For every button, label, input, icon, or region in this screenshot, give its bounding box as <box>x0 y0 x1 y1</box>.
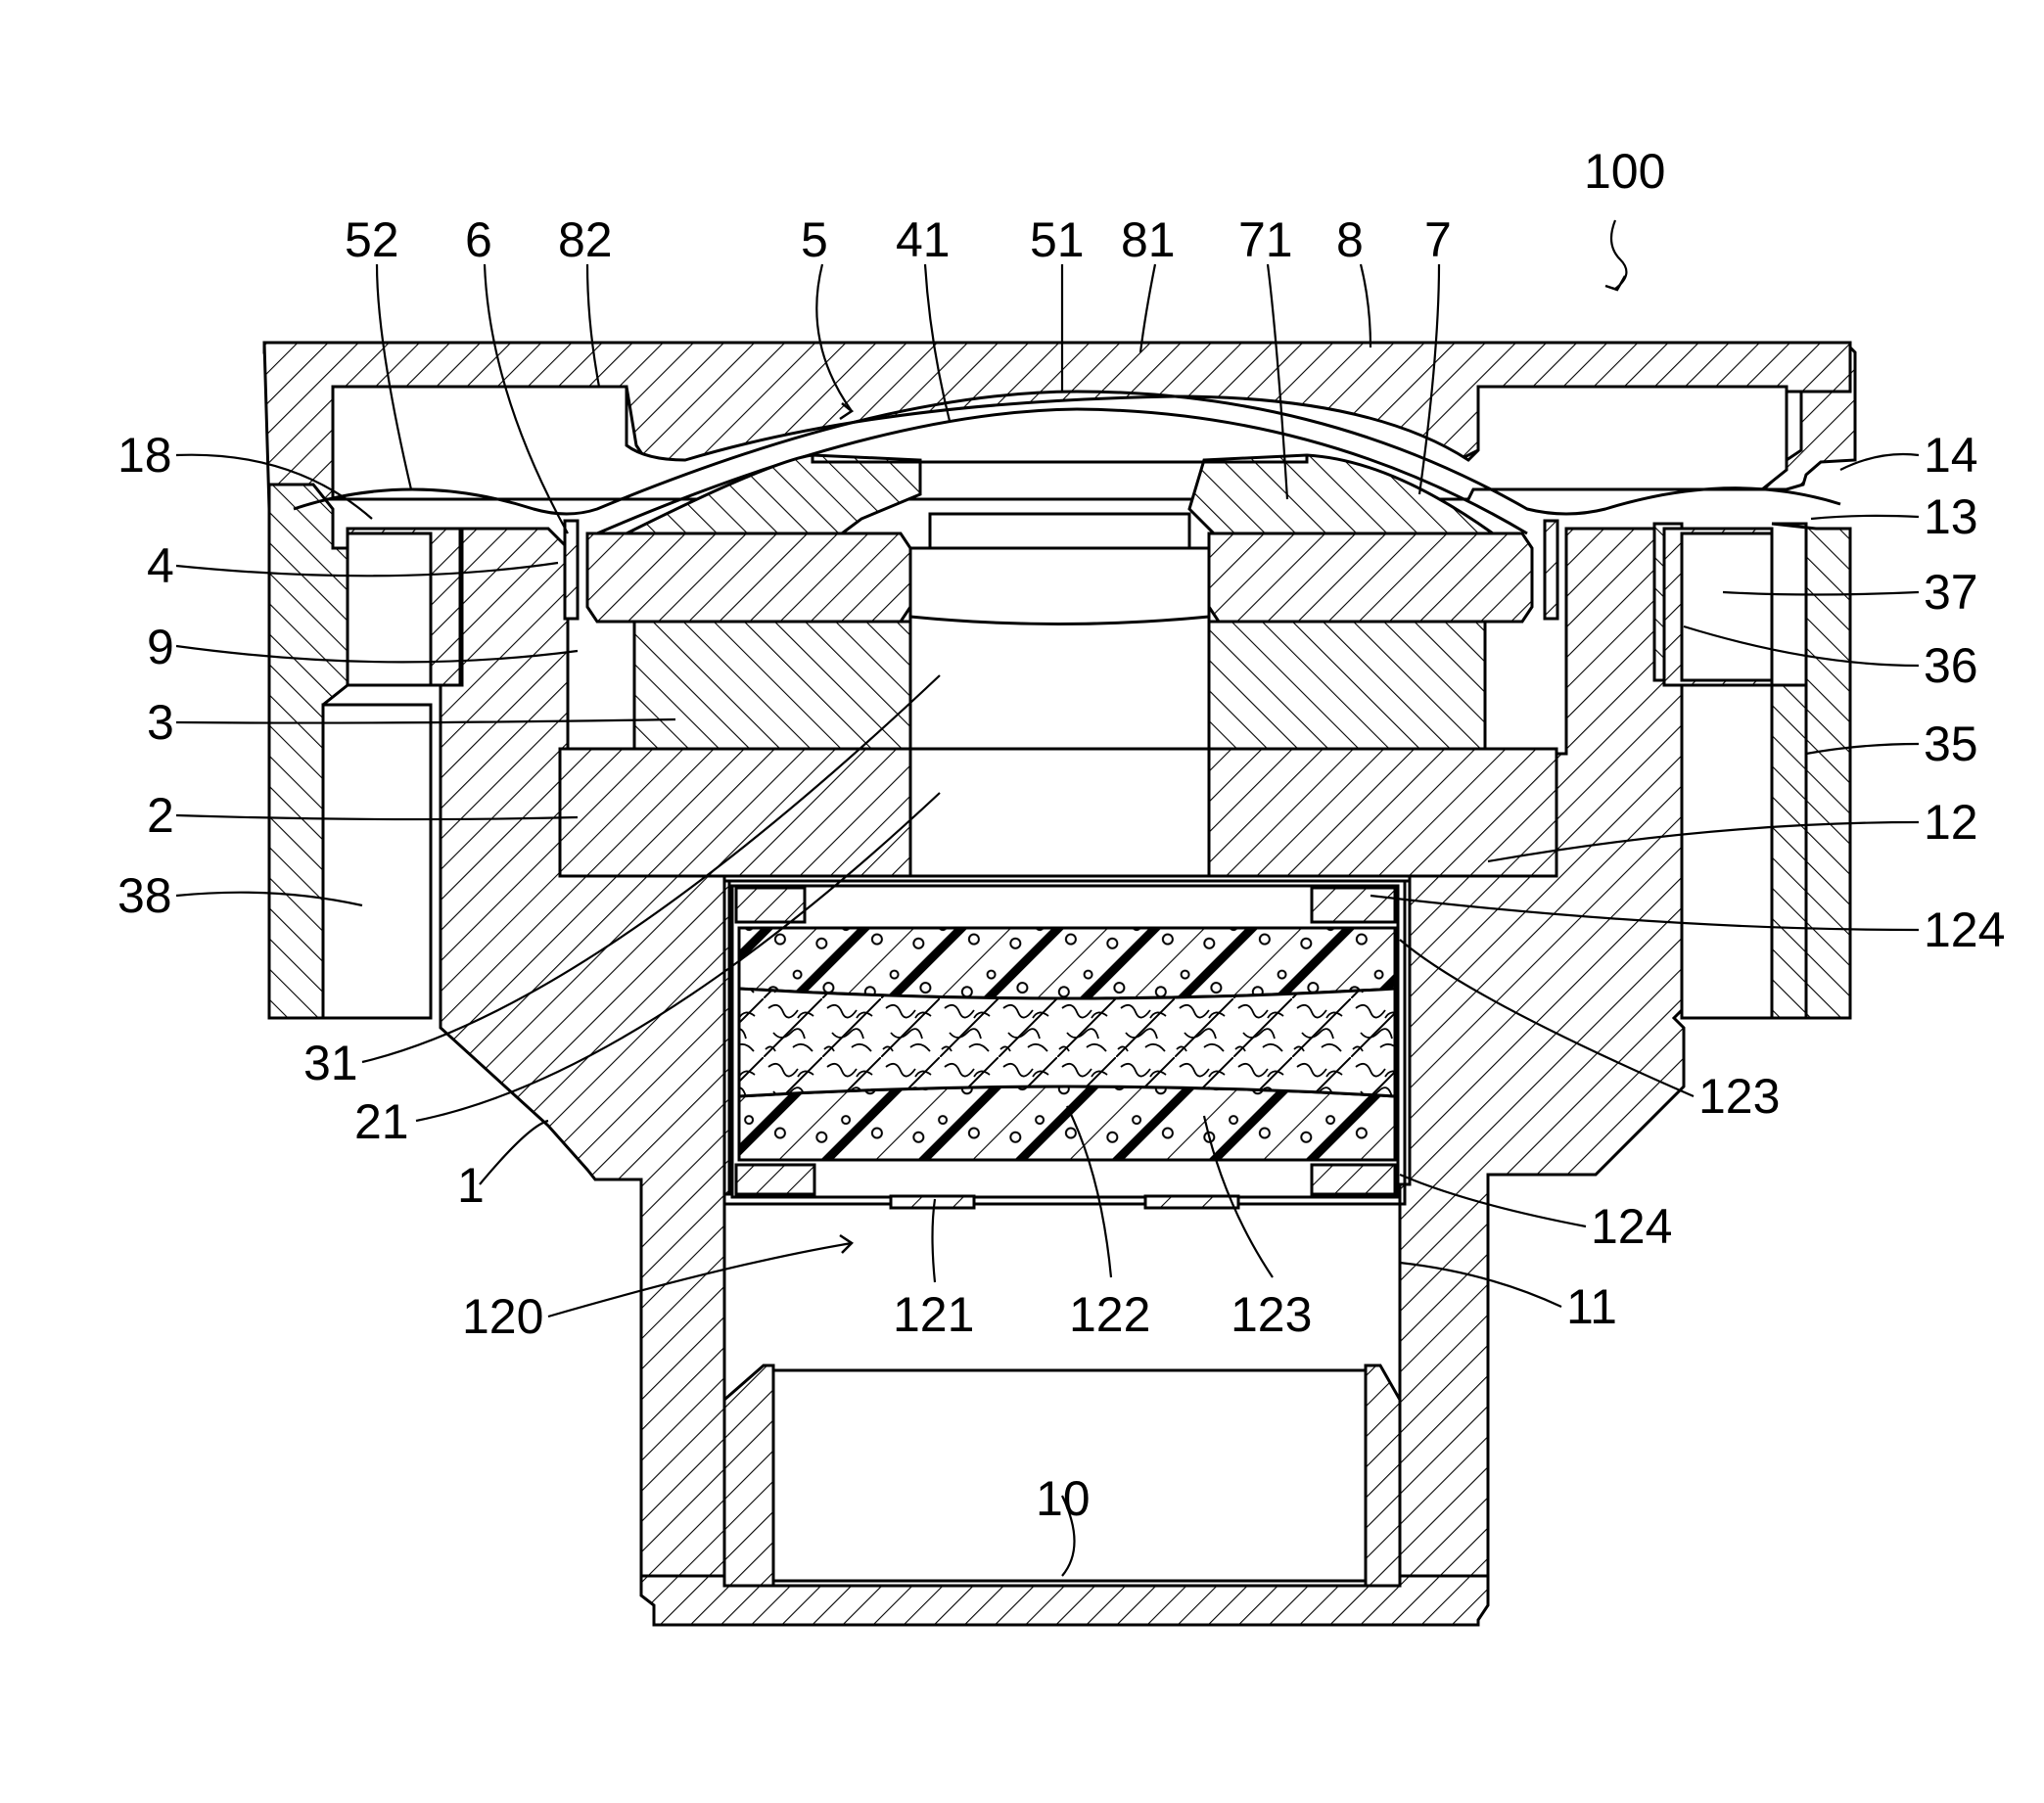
label-6: 6 <box>465 212 492 267</box>
label-2: 2 <box>147 788 174 843</box>
voice-coil-6-right <box>1545 521 1557 619</box>
cover-cavity <box>333 387 1787 499</box>
magnet-3-left <box>634 622 910 749</box>
ring-124-bottom-right <box>1312 1165 1395 1194</box>
label-36: 36 <box>1924 638 1978 693</box>
label-82: 82 <box>558 212 613 267</box>
label-51: 51 <box>1030 212 1085 267</box>
label-31: 31 <box>303 1036 358 1090</box>
label-5: 5 <box>801 212 828 267</box>
label-10: 10 <box>1036 1471 1091 1526</box>
foam-layer-123-bottom <box>739 1086 1395 1160</box>
ring-124-bottom-left <box>736 1165 814 1194</box>
label-13: 13 <box>1924 489 1978 544</box>
label-14: 14 <box>1924 428 1978 483</box>
label-21: 21 <box>354 1094 409 1149</box>
label-52: 52 <box>345 212 399 267</box>
label-1: 1 <box>457 1158 485 1213</box>
label-121: 121 <box>893 1287 974 1342</box>
ring-124-top-left <box>736 888 805 922</box>
outer-right-lower <box>1682 685 1772 1018</box>
label-123-bottom: 123 <box>1231 1287 1312 1342</box>
plate-121-right <box>1145 1196 1238 1208</box>
fiber-layer-122 <box>739 989 1395 1096</box>
label-12: 12 <box>1924 795 1978 850</box>
label-120: 120 <box>462 1289 543 1344</box>
label-9: 9 <box>147 620 174 674</box>
label-11: 11 <box>1566 1279 1617 1334</box>
label-41: 41 <box>896 212 951 267</box>
label-81: 81 <box>1121 212 1176 267</box>
terminal-right-tail <box>1772 685 1806 1018</box>
magnet-3-right <box>1209 622 1485 749</box>
yoke-2-left <box>560 749 910 876</box>
drawing <box>264 343 1855 1625</box>
ring-124-top-right <box>1312 888 1395 922</box>
label-4: 4 <box>147 538 174 593</box>
plate-121-left <box>891 1196 974 1208</box>
outer-left-lower <box>323 705 431 1018</box>
label-18: 18 <box>117 428 172 483</box>
bottom-inner-right <box>1366 1365 1400 1586</box>
label-71: 71 <box>1238 212 1293 267</box>
label-35: 35 <box>1924 717 1978 771</box>
label-124-bottom: 124 <box>1591 1199 1672 1254</box>
yoke-2-right <box>1209 749 1556 876</box>
label-3: 3 <box>147 695 174 750</box>
label-122: 122 <box>1069 1287 1150 1342</box>
label-7: 7 <box>1424 212 1452 267</box>
foam-layer-123-top <box>739 928 1395 998</box>
bottom-inner-left <box>724 1365 773 1586</box>
center-cap-71 <box>930 514 1189 548</box>
plate-4-right <box>1209 533 1532 622</box>
terminal-right-inner <box>1682 533 1772 680</box>
label-100: 100 <box>1584 144 1665 199</box>
label-38: 38 <box>117 868 172 923</box>
label-37: 37 <box>1924 565 1978 620</box>
label-124-top: 124 <box>1924 902 2005 957</box>
label-8: 8 <box>1336 212 1364 267</box>
voice-coil-6-left <box>565 521 578 619</box>
label-123-top: 123 <box>1698 1069 1780 1124</box>
center-bore <box>910 548 1209 876</box>
plate-4 <box>587 533 910 622</box>
